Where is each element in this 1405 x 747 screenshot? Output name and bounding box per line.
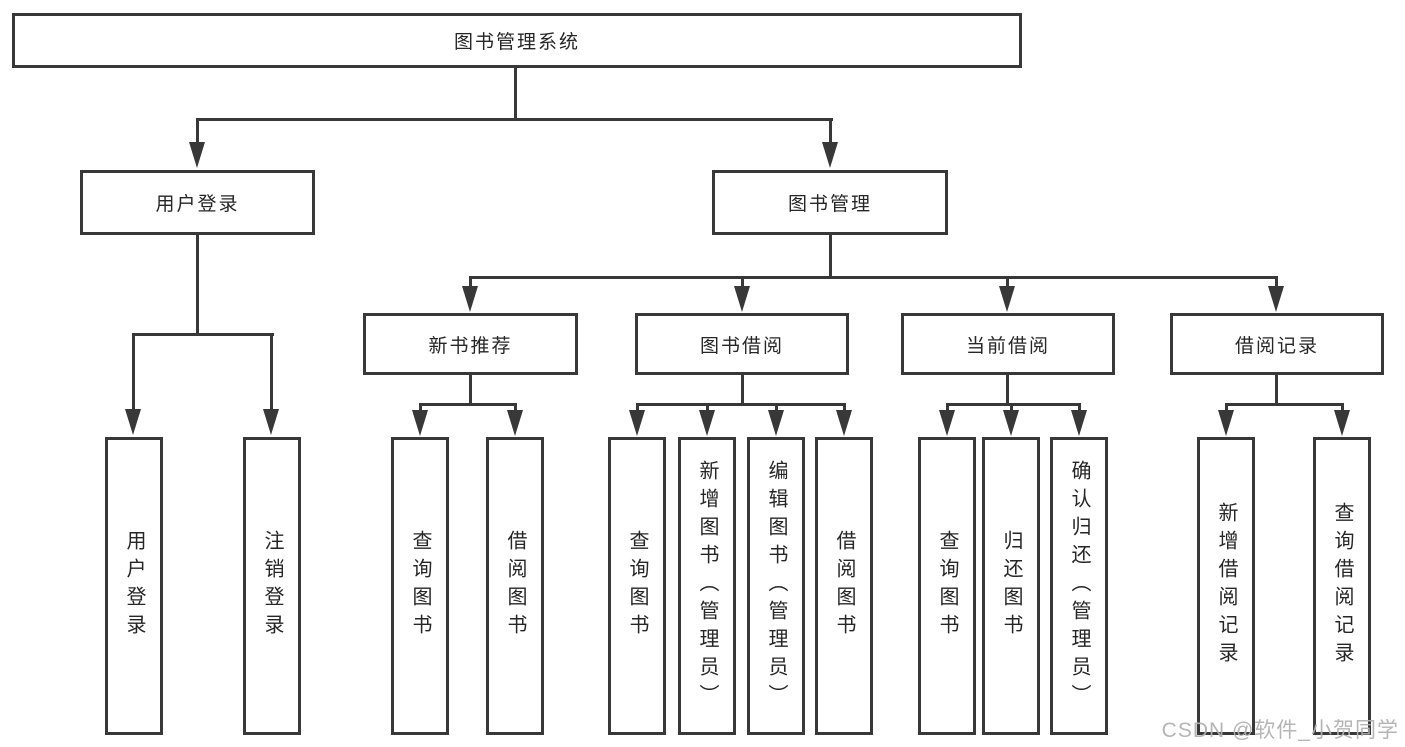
connector-line [270, 333, 273, 412]
connector-line [1225, 403, 1228, 413]
node-label: 新增借阅记录 [1215, 502, 1237, 670]
node-label: 借阅图书 [504, 530, 526, 642]
arrow-down-icon [1003, 410, 1019, 436]
node-label: 归还图书 [1000, 530, 1022, 642]
connector-line [196, 233, 199, 336]
arrow-down-icon [507, 410, 523, 436]
node-current-borrowing: 当前借阅 [901, 313, 1115, 375]
node-label: 图书借阅 [699, 335, 784, 357]
arrow-down-icon [629, 410, 645, 436]
leaf-add-borrow-record: 新增借阅记录 [1197, 437, 1255, 735]
leaf-confirm-return-admin: 确认归还（管理员） [1050, 437, 1108, 735]
arrow-down-icon [836, 410, 852, 436]
connector-line [843, 403, 846, 413]
leaf-return-book: 归还图书 [982, 437, 1040, 735]
leaf-user-login: 用户登录 [105, 437, 163, 735]
leaf-edit-book-admin: 编辑图书（管理员） [747, 437, 805, 735]
arrow-down-icon [939, 410, 955, 436]
node-label: 借阅图书 [833, 530, 855, 642]
connector-line [132, 333, 274, 336]
connector-line [636, 403, 845, 406]
node-new-book-recommend: 新书推荐 [363, 313, 578, 375]
connector-line [469, 276, 472, 289]
node-label: 查询图书 [936, 530, 958, 642]
node-label: 注销登录 [261, 530, 283, 642]
leaf-query-books-recommend: 查询图书 [391, 437, 449, 735]
connector-line [1275, 276, 1278, 289]
node-label: 图书管理 [787, 194, 872, 215]
connector-line [946, 403, 1080, 406]
node-label: 用户登录 [123, 530, 145, 642]
node-label: 图书管理系统 [453, 32, 580, 53]
node-label: 查询借阅记录 [1331, 502, 1353, 670]
connector-line [1006, 373, 1009, 406]
connector-line [514, 66, 517, 121]
connector-line [419, 403, 516, 406]
arrow-down-icon [822, 142, 838, 168]
connector-line [419, 403, 422, 413]
leaf-query-borrow-record: 查询借阅记录 [1313, 437, 1371, 735]
arrow-down-icon [1268, 286, 1284, 312]
node-label: 新书推荐 [428, 335, 513, 357]
connector-line [1225, 403, 1343, 406]
node-label: 查询图书 [409, 530, 431, 642]
node-label: 确认归还（管理员） [1068, 460, 1090, 712]
node-book-management: 图书管理 [712, 170, 948, 235]
connector-line [946, 403, 949, 413]
leaf-logout: 注销登录 [243, 437, 301, 735]
connector-line [132, 333, 135, 412]
connector-line [1341, 403, 1344, 413]
node-label: 查询图书 [626, 530, 648, 642]
connector-line [706, 403, 709, 413]
arrow-down-icon [1218, 410, 1234, 436]
arrow-down-icon [1071, 410, 1087, 436]
node-user-login: 用户登录 [80, 170, 315, 235]
connector-line [1275, 373, 1278, 406]
node-label: 借阅记录 [1234, 335, 1319, 357]
connector-line [196, 118, 199, 146]
node-label: 当前借阅 [965, 335, 1050, 357]
connector-line [1006, 276, 1009, 289]
arrow-down-icon [699, 410, 715, 436]
arrow-down-icon [734, 286, 750, 312]
connector-line [1010, 403, 1013, 413]
leaf-borrow-books: 借阅图书 [815, 437, 873, 735]
leaf-query-books-borrowing: 查询图书 [608, 437, 666, 735]
connector-line [196, 118, 833, 121]
connector-line [469, 373, 472, 406]
connector-line [775, 403, 778, 413]
node-library-system: 图书管理系统 [12, 13, 1022, 68]
node-label: 用户登录 [155, 194, 240, 215]
connector-line [829, 233, 832, 279]
connector-line [829, 118, 832, 146]
connector-line [514, 403, 517, 413]
csdn-watermark: CSDN @软件_小贺同学 [1161, 719, 1399, 742]
connector-line [741, 276, 744, 289]
arrow-down-icon [263, 409, 279, 435]
connector-line [636, 403, 639, 413]
arrow-down-icon [1334, 410, 1350, 436]
leaf-borrow-books-recommend: 借阅图书 [486, 437, 544, 735]
leaf-query-books-current: 查询图书 [918, 437, 976, 735]
leaf-add-book-admin: 新增图书（管理员） [678, 437, 736, 735]
arrow-down-icon [412, 410, 428, 436]
node-book-borrowing: 图书借阅 [635, 313, 849, 375]
node-borrowing-records: 借阅记录 [1170, 313, 1384, 375]
arrow-down-icon [125, 409, 141, 435]
arrow-down-icon [462, 286, 478, 312]
connector-line [1078, 403, 1081, 413]
arrow-down-icon [189, 142, 205, 168]
node-label: 编辑图书（管理员） [765, 460, 787, 712]
connector-line [741, 373, 744, 406]
arrow-down-icon [768, 410, 784, 436]
node-label: 新增图书（管理员） [696, 460, 718, 712]
arrow-down-icon [999, 286, 1015, 312]
connector-line [469, 276, 1278, 279]
